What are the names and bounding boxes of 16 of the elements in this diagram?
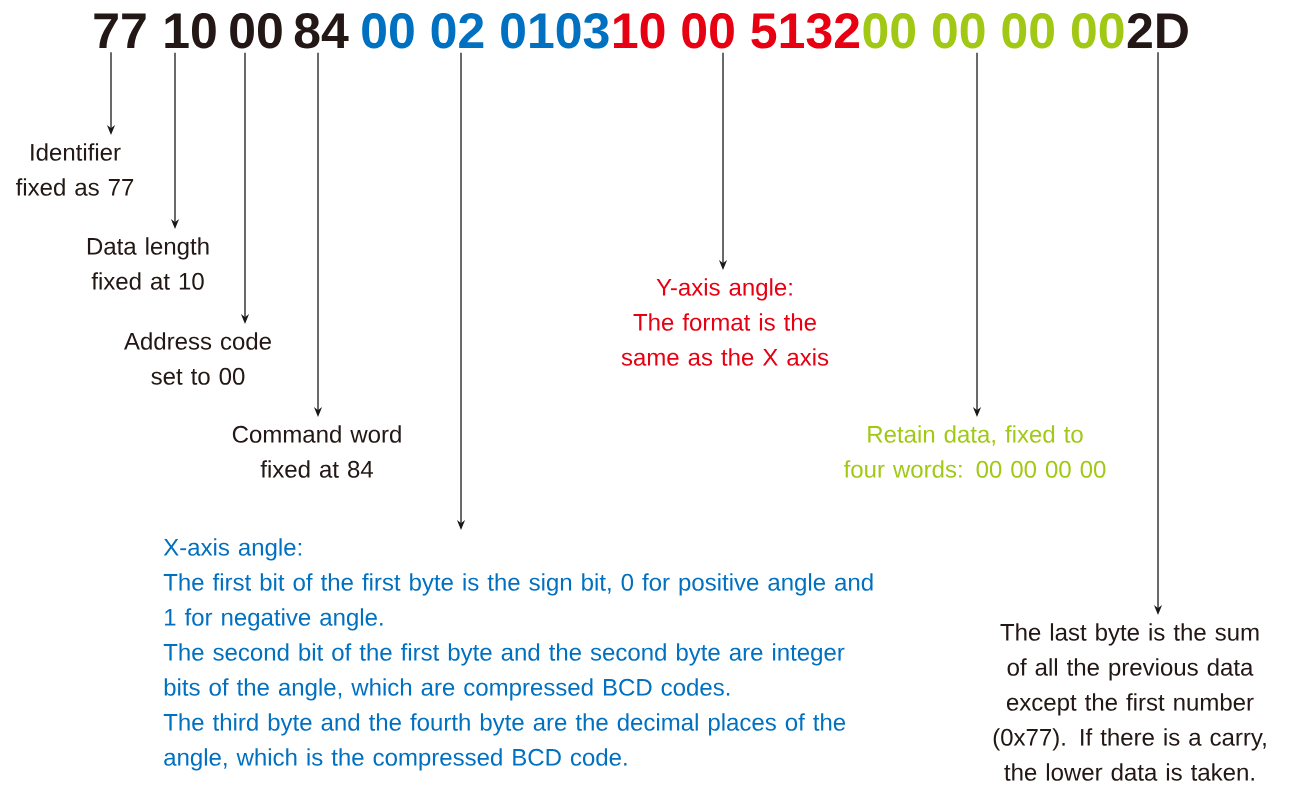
hex-byte-group: 10 xyxy=(165,13,216,49)
hex-byte-group: 10 00 5132 xyxy=(614,13,859,49)
annotation-text: Retain data, fixed to four words: 00 00 00 00 xyxy=(843,425,1106,478)
annotation-text: Y-axis angle: The format is the same as the X axis xyxy=(621,278,829,366)
hex-byte-group: 84 xyxy=(294,13,349,49)
annotation-text: Identifier fixed as 77 xyxy=(16,143,134,196)
hex-byte-group: 2D xyxy=(1127,13,1188,48)
annotation-text: Address code set to 00 xyxy=(124,332,271,385)
hex-byte-group: 00 00 00 00 xyxy=(863,13,1124,49)
annotation-text: The last byte is the sum of all the previous data except the first number (0x77). If there is a carry, the lower data is taken. xyxy=(993,623,1266,781)
hex-byte-group: 77 xyxy=(94,13,146,48)
hex-byte-group: 00 02 0103 xyxy=(362,13,609,49)
annotation-text: Data length fixed at 10 xyxy=(87,237,209,290)
hex-byte-group: 00 xyxy=(230,13,282,49)
annotation-text: Command word fixed at 84 xyxy=(232,425,401,478)
annotation-text: X-axis angle: The first bit of the first byte is the sign bit, 0 for positive angle and 1 for negative angle. The second bit of the first byte and the second byte are integer bits of the angle, which are compressed BCD codes. The third byte and the fourth byte are the decimal places of the angle, which is the compressed BCD code. xyxy=(163,538,873,771)
